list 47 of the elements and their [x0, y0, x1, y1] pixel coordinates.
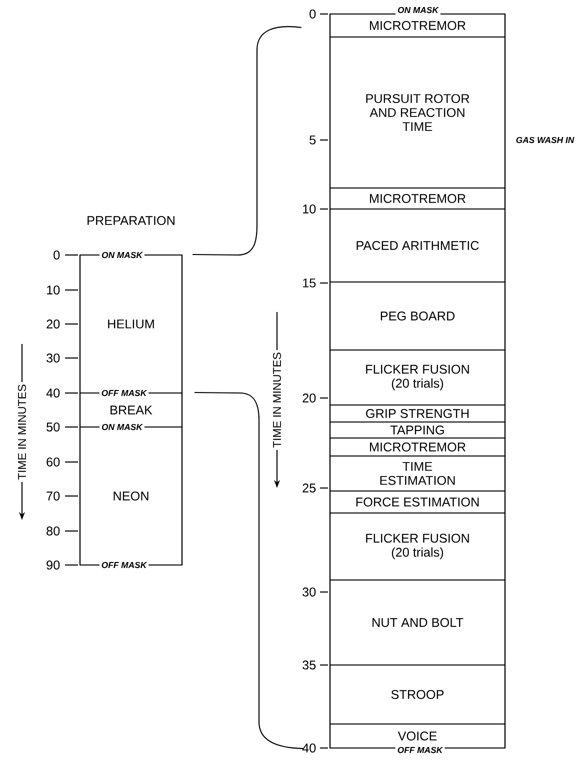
label: 25: [302, 484, 316, 492]
activity-band: STROOP: [329, 664, 506, 725]
label: 70: [46, 492, 60, 500]
mask-label: ON MASK: [100, 250, 144, 260]
label: 20: [302, 394, 316, 402]
label: 40: [302, 744, 316, 752]
label: 35: [302, 660, 316, 670]
time-axis: 0 10 20 30 40 50 60 70 80 90: [46, 250, 78, 570]
label: 15: [303, 278, 316, 288]
activity-band: PACED ARITHMETIC: [329, 208, 506, 283]
label: 10: [303, 204, 316, 214]
node-label: PREPARATION: [88, 216, 174, 226]
bracket-line: [192, 26, 302, 256]
time-axis: 0 5 10 15 20 25 30 35 40: [302, 10, 328, 752]
activity-band: PURSUIT ROTOR AND REACTION TIME: [329, 36, 506, 189]
label: 40: [46, 388, 60, 398]
label: 5: [310, 136, 316, 144]
activity-band: NUT AND BOLT: [329, 579, 506, 666]
mask-label: OFF MASK: [99, 560, 149, 570]
label: 50: [46, 422, 60, 432]
activity-band: MICROTREMOR: [329, 437, 506, 457]
label: 90: [46, 560, 60, 570]
label: 0: [310, 10, 316, 18]
bracket-line: [194, 392, 304, 750]
activity-band: MICROTREMOR: [329, 187, 506, 210]
activity-band: FORCE ESTIMATION: [329, 490, 506, 514]
axis-label: TIME IN MINUTES: [271, 350, 284, 450]
label: 60: [46, 458, 60, 466]
label: 80: [46, 526, 60, 536]
activity-band: FLICKER FUSION (20 trials): [329, 349, 506, 406]
activity-band: GRIP STRENGTH: [329, 404, 506, 423]
label: 10: [47, 286, 60, 294]
label: 30: [46, 354, 60, 362]
label: 0: [54, 250, 60, 260]
activity-band: MICROTREMOR: [329, 13, 506, 38]
label: 30: [302, 588, 316, 596]
mask-label: OFF MASK: [99, 388, 149, 398]
mask-label: ON MASK: [396, 4, 440, 16]
label: 20: [46, 320, 60, 328]
activity-band: PEG BOARD: [329, 281, 506, 351]
mask-label: OFF MASK: [395, 744, 445, 756]
axis-label: TIME IN MINUTES: [16, 382, 28, 482]
mask-label: ON MASK: [100, 422, 144, 432]
note-label: GAS WASH IN: [516, 136, 574, 144]
activity-band: TIME ESTIMATION: [329, 455, 506, 492]
activity-band: TAPPING: [329, 421, 506, 439]
activity-band: FLICKER FUSION (20 trials): [329, 512, 506, 581]
